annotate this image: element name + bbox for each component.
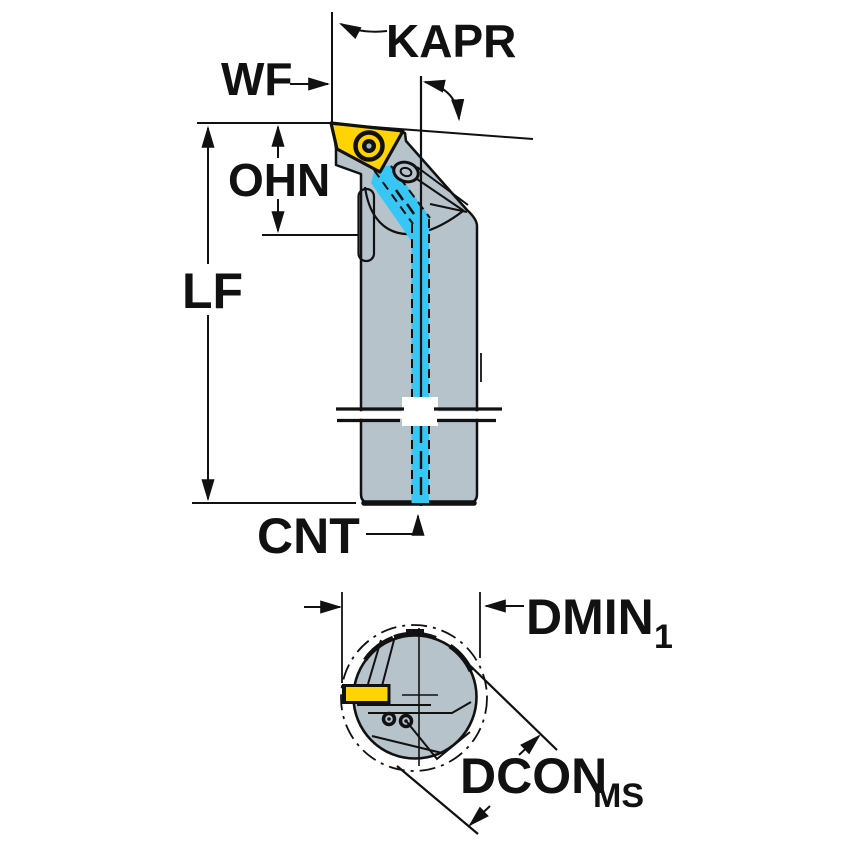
cnt-label: CNT	[257, 508, 360, 564]
end-view-insert	[342, 684, 391, 704]
lf-label: LF	[182, 263, 243, 319]
dmin-dashdot-circle	[340, 624, 488, 772]
kapr-label: KAPR	[386, 15, 516, 67]
center-marks	[402, 628, 438, 766]
dmin-label: DMIN	[526, 589, 654, 645]
dimension-cnt: CNT	[257, 508, 425, 564]
shaft-break	[335, 397, 502, 426]
screw-holes	[381, 711, 414, 729]
side-view: LF OHN WF KAPR CNT	[176, 12, 534, 564]
kapr-reference-line	[332, 123, 534, 140]
dimension-ohn: OHN	[228, 124, 330, 234]
dimension-wf: WF	[221, 53, 331, 105]
ohn-label: OHN	[228, 154, 330, 206]
clamp-boss	[392, 160, 420, 184]
insert-screw-icon	[353, 130, 385, 162]
end-view: DMIN 1 DCON MS	[304, 589, 673, 835]
dcon-subscript: MS	[593, 777, 644, 815]
dcon-label: DCON	[460, 748, 607, 804]
dimension-kapr: KAPR	[339, 15, 516, 131]
wf-label: WF	[221, 53, 293, 105]
coolant-hidden-lines	[373, 165, 431, 500]
dmin-subscript: 1	[654, 618, 673, 656]
dimension-dcon: DCON MS	[396, 651, 644, 835]
dimension-dmin: DMIN 1	[304, 589, 673, 683]
shank-internal-lines	[357, 639, 472, 761]
dimension-lf: LF	[176, 125, 243, 502]
head-step-line	[429, 203, 468, 213]
